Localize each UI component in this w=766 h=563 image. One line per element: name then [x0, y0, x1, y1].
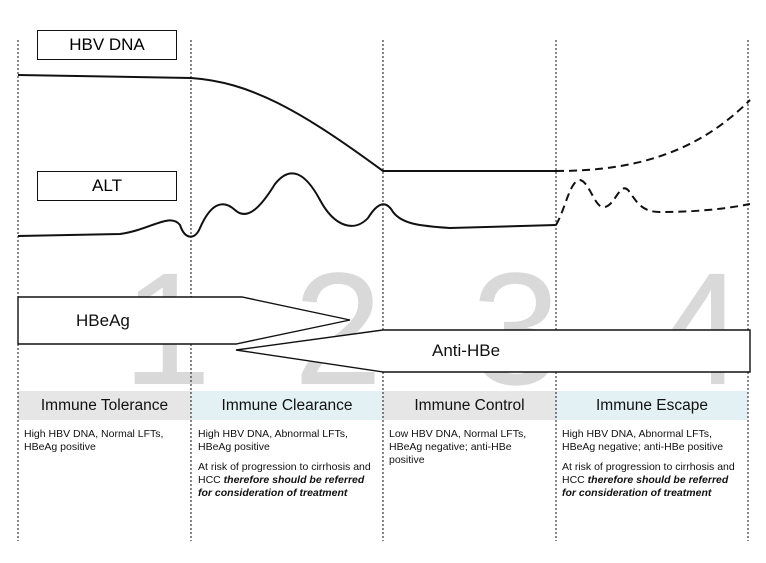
phase-2-header-bg — [191, 391, 383, 420]
phase-1-description: High HBV DNA, Normal LFTs, HBeAg positiv… — [24, 428, 184, 461]
phase-number-3: 3 — [472, 239, 561, 418]
hbv-dna-label: HBV DNA — [37, 30, 177, 60]
phase-4-description: High HBV DNA, Abnormal LFTs, HBeAg negat… — [562, 428, 742, 507]
hbeag-arrow — [17, 296, 351, 345]
hbv-dna-curve — [17, 74, 556, 172]
phase-3-description: Low HBV DNA, Normal LFTs, HBeAg negative… — [389, 428, 549, 474]
phase-1-title: Immune Tolerance — [40, 397, 169, 414]
anti-hbe-label: Anti-HBe — [432, 341, 501, 360]
phase-3-desc-text: Low HBV DNA, Normal LFTs, HBeAg negative… — [389, 428, 527, 466]
phase-4-risk-bold: therefore should be referred for conside… — [562, 474, 729, 499]
phase-2-desc-text: High HBV DNA, Abnormal LFTs, HBeAg posit… — [198, 428, 348, 453]
hbeag-label: HBeAg — [76, 311, 130, 330]
phase-2-risk-text: At risk of progression to cirrhosis and … — [198, 461, 371, 486]
anti-hbe-arrow — [235, 329, 751, 373]
phase-3-title: Immune Control — [414, 397, 525, 414]
alt-curve — [17, 172, 557, 238]
phase-4-risk-text: At risk of progression to cirrhosis and … — [562, 461, 735, 486]
phase-2-risk-bold: therefore should be referred for conside… — [198, 474, 365, 499]
phase-1-header-bg — [18, 391, 191, 420]
phase-4-title: Immune Escape — [596, 397, 708, 414]
phase-number-4: 4 — [656, 239, 745, 418]
alt-label: ALT — [37, 171, 177, 201]
alt-curve-projected — [555, 178, 751, 226]
phase-2-title: Immune Clearance — [221, 397, 353, 414]
phase-4-risk: At risk of progression to cirrhosis and … — [562, 461, 742, 500]
phase-2-description: High HBV DNA, Abnormal LFTs, HBeAg posit… — [198, 428, 378, 507]
phase-4-desc-text: High HBV DNA, Abnormal LFTs, HBeAg negat… — [562, 428, 724, 453]
hbv-dna-curve-projected — [555, 99, 751, 172]
phase-3-header-bg — [383, 391, 556, 420]
phase-1-desc-text: High HBV DNA, Normal LFTs, HBeAg positiv… — [24, 428, 164, 453]
phase-4-header-bg — [556, 391, 748, 420]
phase-2-risk: At risk of progression to cirrhosis and … — [198, 461, 378, 500]
